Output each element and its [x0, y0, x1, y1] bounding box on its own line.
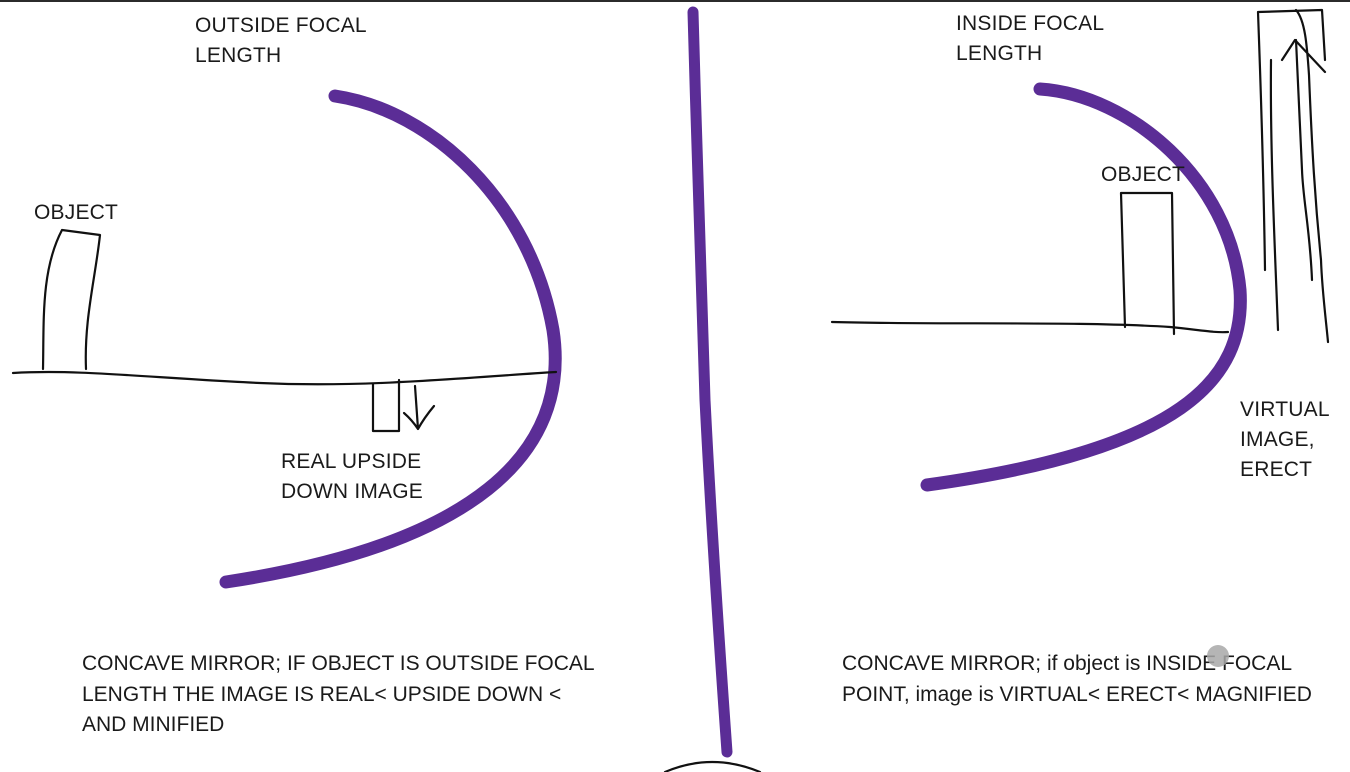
- top-divider: [0, 0, 1350, 2]
- right-image-label: VIRTUAL IMAGE, ERECT: [1240, 398, 1330, 481]
- right-caption: CONCAVE MIRROR; if object is INSIDE FOCA…: [842, 652, 1312, 706]
- left-caption: CONCAVE MIRROR; IF OBJECT IS OUTSIDE FOC…: [82, 652, 594, 736]
- left-image-label: REAL UPSIDE DOWN IMAGE: [281, 450, 423, 503]
- right-object-label: OBJECT: [1101, 163, 1186, 186]
- center-divider-stroke: [687, 6, 733, 758]
- left-heading: OUTSIDE FOCAL LENGTH: [195, 14, 367, 67]
- cursor-dot: [1207, 645, 1229, 667]
- right-concave-mirror: [920, 82, 1247, 492]
- left-object-rect: [41, 228, 102, 371]
- right-principal-axis: [830, 320, 1230, 334]
- bottom-circle-fragment: [663, 760, 762, 772]
- left-image-down-arrow: [402, 384, 436, 431]
- left-object-label: OBJECT: [34, 201, 119, 224]
- left-principal-axis: [11, 370, 558, 386]
- left-image-rect: [371, 378, 401, 433]
- left-concave-mirror: [219, 89, 562, 589]
- right-object-rect: [1119, 191, 1176, 336]
- right-virtual-image-outline: [1256, 8, 1330, 344]
- right-heading: INSIDE FOCAL LENGTH: [956, 12, 1105, 65]
